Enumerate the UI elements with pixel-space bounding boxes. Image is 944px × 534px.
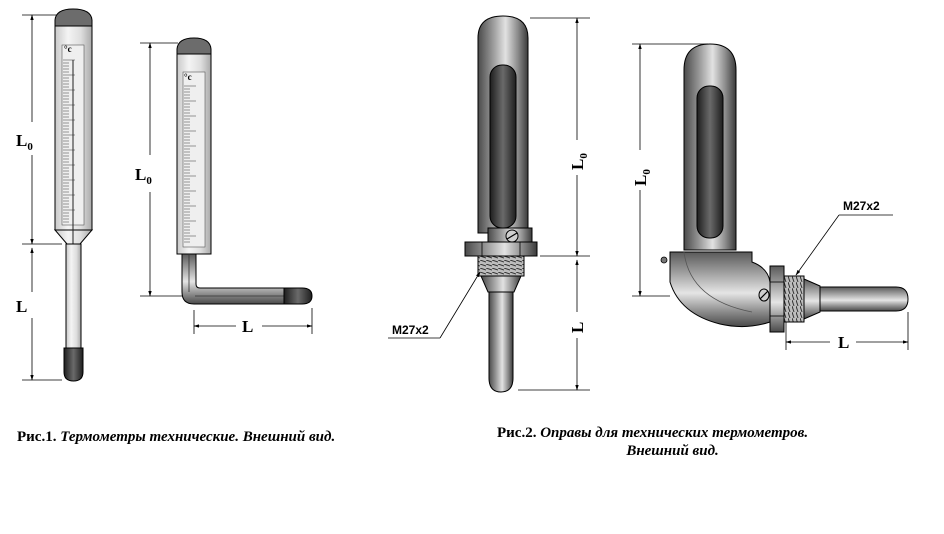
thread-label-angled: M27x2 — [843, 199, 880, 213]
figure2-caption: Рис.2. Оправы для технических термометро… — [497, 424, 808, 460]
figure1-caption: Рис.1. Термометры технические. Внешний в… — [17, 428, 335, 446]
unit-mark: °c — [184, 72, 192, 82]
unit-mark: °c — [64, 44, 72, 54]
dim-L-straight: L — [16, 297, 27, 316]
dim-L0-housing-angled: L0 — [631, 169, 653, 186]
thread-label-straight: M27x2 — [392, 323, 429, 337]
figure2-caption-text-line1: Оправы для технических термометров. — [540, 425, 809, 441]
dim-L-housing-angled: L — [838, 333, 849, 352]
figure1-caption-label: Рис.1. — [17, 429, 57, 445]
scale-ticks — [63, 59, 75, 223]
thermometer-straight: L0 L °c — [16, 8, 94, 382]
thermometer-angled: L0 °c L — [135, 37, 313, 336]
housing-straight: L0 L M27x2 — [388, 15, 590, 393]
housing-angled: L0 L M27x2 — [631, 43, 909, 352]
dim-L-angled: L — [242, 317, 253, 336]
dim-L0-housing-straight: L0 — [568, 153, 590, 170]
scale-ticks — [184, 85, 196, 243]
dim-L-housing-straight: L — [568, 322, 587, 333]
figure2-caption-label: Рис.2. — [497, 425, 537, 441]
figure2-caption-text-line2: Внешний вид. — [626, 443, 719, 459]
figure1-caption-text: Термометры технические. Внешний вид. — [60, 429, 336, 445]
dim-L0-straight: L0 — [16, 131, 33, 153]
dim-L0-angled: L0 — [135, 165, 152, 187]
